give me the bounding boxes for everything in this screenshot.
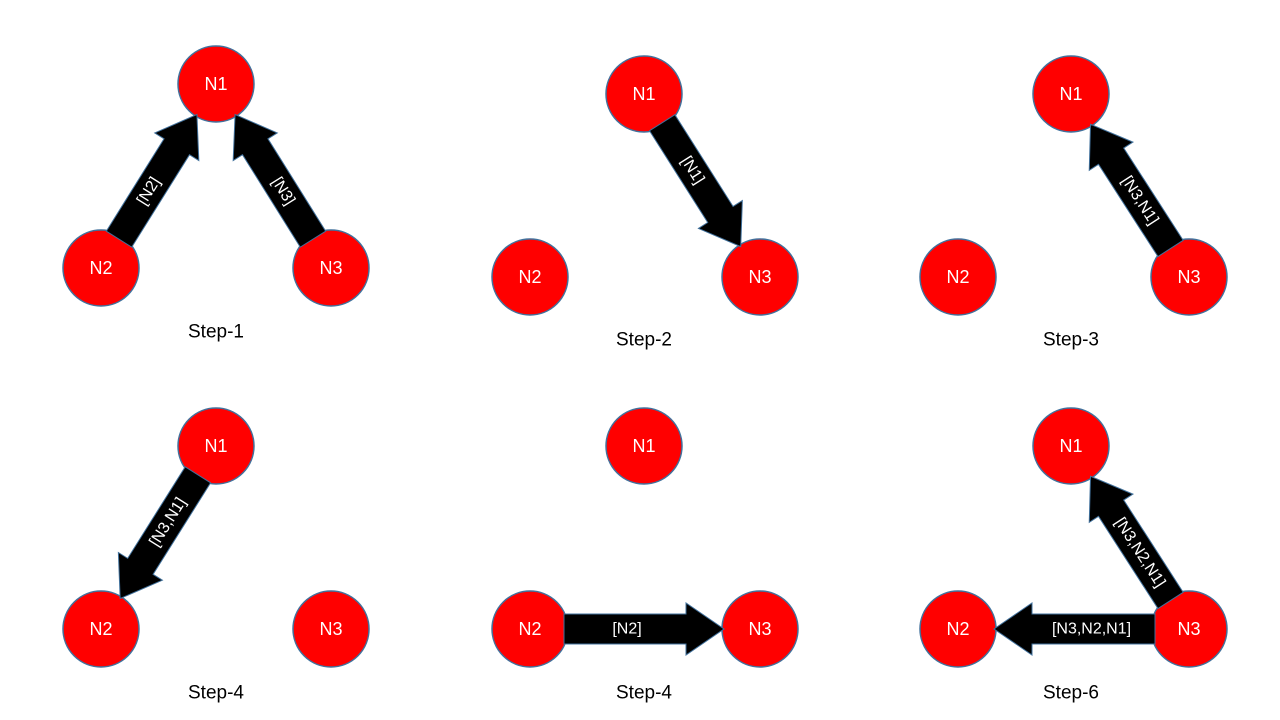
edge-n1-to-n3: [N1] <box>648 113 743 248</box>
edge-n2-to-n3: [N2] <box>563 602 725 656</box>
node-circle <box>1032 407 1110 485</box>
node-label: N3 <box>748 267 771 287</box>
node-n2: N2 <box>62 590 140 668</box>
node-n2: N2 <box>491 238 569 316</box>
node-n3: N3 <box>1150 238 1228 316</box>
edge-n3-to-n1: [N3] <box>232 113 327 248</box>
node-circle <box>62 229 140 307</box>
node-n1: N1 <box>177 45 255 123</box>
node-n2: N2 <box>919 590 997 668</box>
node-label: N3 <box>319 258 342 278</box>
node-n3: N3 <box>292 229 370 307</box>
node-circle <box>177 407 255 485</box>
node-label: N2 <box>518 267 541 287</box>
node-n3: N3 <box>721 238 799 316</box>
node-label: N2 <box>946 267 969 287</box>
node-circle <box>292 229 370 307</box>
node-circle <box>491 238 569 316</box>
step-caption: Step-6 <box>1043 683 1099 704</box>
node-n1: N1 <box>177 407 255 485</box>
edge-label: [N2] <box>612 621 641 638</box>
node-n2: N2 <box>62 229 140 307</box>
step-caption: Step-4 <box>616 683 672 704</box>
step-caption: Step-2 <box>616 330 672 351</box>
node-label: N3 <box>1177 267 1200 287</box>
node-circle <box>605 55 683 133</box>
node-circle <box>292 590 370 668</box>
step-caption: Step-1 <box>188 322 244 343</box>
node-label: N1 <box>632 84 655 104</box>
node-label: N3 <box>319 619 342 639</box>
node-n1: N1 <box>605 55 683 133</box>
node-label: N2 <box>946 619 969 639</box>
node-n3: N3 <box>1150 590 1228 668</box>
node-circle <box>1032 55 1110 133</box>
node-n1: N1 <box>605 407 683 485</box>
edge-n1-to-n2: [N3,N1] <box>117 466 212 600</box>
node-n3: N3 <box>292 590 370 668</box>
edge-n3-to-n1: [N3,N2,N1] <box>1088 475 1184 610</box>
node-n2: N2 <box>491 590 569 668</box>
node-circle <box>62 590 140 668</box>
node-label: N1 <box>204 436 227 456</box>
node-circle <box>605 407 683 485</box>
node-n2: N2 <box>919 238 997 316</box>
node-label: N2 <box>89 619 112 639</box>
node-label: N1 <box>632 436 655 456</box>
node-label: N1 <box>1059 84 1082 104</box>
node-label: N2 <box>89 258 112 278</box>
edge-n3-to-n2: [N3,N2,N1] <box>993 602 1156 656</box>
step-caption: Step-4 <box>188 683 244 704</box>
node-label: N1 <box>204 74 227 94</box>
node-label: N3 <box>748 619 771 639</box>
node-n1: N1 <box>1032 55 1110 133</box>
edge-label: [N3,N2,N1] <box>1052 621 1131 638</box>
step-caption: Step-3 <box>1043 330 1099 351</box>
node-circle <box>177 45 255 123</box>
node-circle <box>919 238 997 316</box>
node-circle <box>721 238 799 316</box>
node-circle <box>1150 238 1228 316</box>
node-n1: N1 <box>1032 407 1110 485</box>
node-n3: N3 <box>721 590 799 668</box>
node-label: N3 <box>1177 619 1200 639</box>
edge-n2-to-n1: [N2] <box>105 113 200 248</box>
node-label: N2 <box>518 619 541 639</box>
edge-n3-to-n1: [N3,N1] <box>1088 123 1184 258</box>
node-label: N1 <box>1059 436 1082 456</box>
